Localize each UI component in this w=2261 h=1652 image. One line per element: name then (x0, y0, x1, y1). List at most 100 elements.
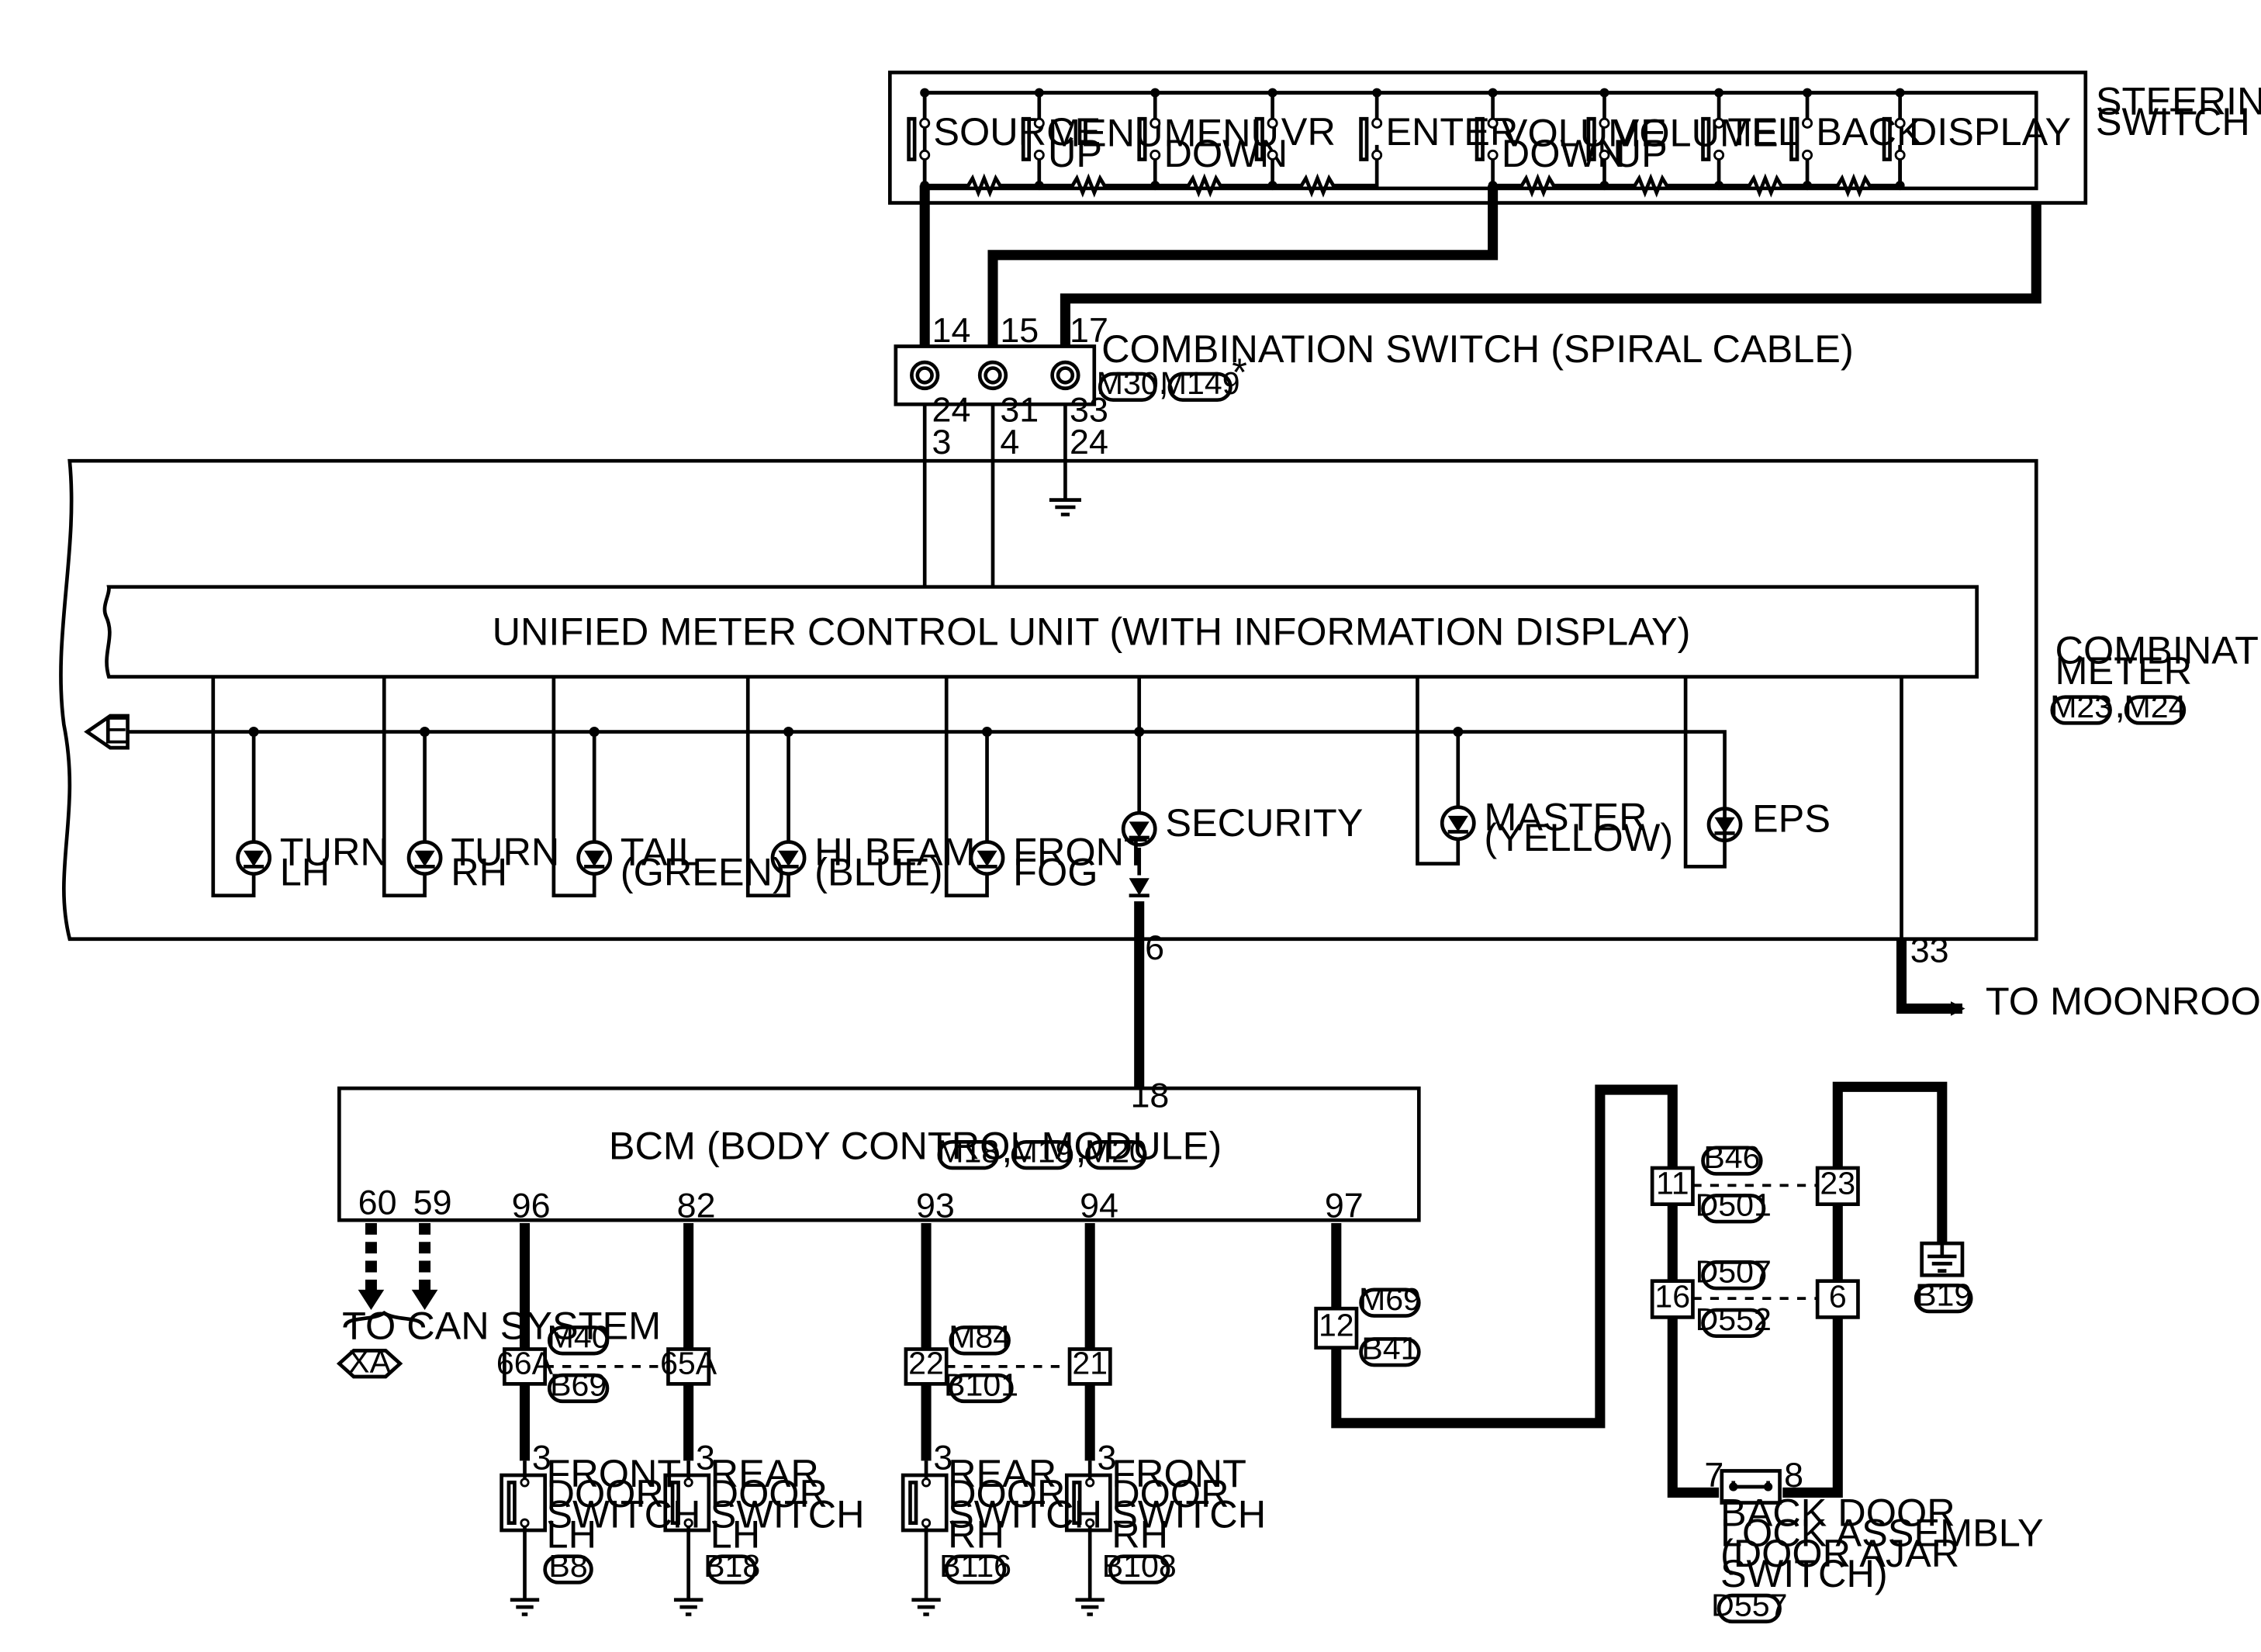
can-label: TO CAN SYSTEM (342, 1303, 661, 1347)
indicator-label-master-1: MASTER (1484, 795, 1647, 839)
door-switch-pin-rear-door-rh: 3 (933, 1438, 952, 1477)
switch-label-source-1: SOURCE (933, 109, 1101, 154)
switch-label-volume-up-2: UP (1613, 131, 1668, 175)
spiral-coil-2 (977, 360, 1008, 391)
door-switch-label-front-door-lh-1: FRONT (547, 1451, 682, 1495)
meter-pin-3: 3 (932, 422, 952, 461)
door-switch-label-front-door-rh-4: RH (1111, 1512, 1168, 1556)
switch-label-display-1: DISPLAY (1909, 109, 2071, 154)
wire-to-b46 (1331, 1084, 1678, 1429)
connector-b19: B19 (1915, 1277, 1972, 1312)
door-switch-label-front-door-rh-1: FRONT (1111, 1451, 1246, 1495)
spiral-pin-14: 14 (932, 310, 971, 350)
back-door-label-2: LOCK ASSEMBLY (1720, 1511, 2044, 1555)
meter-pin-33: 33 (1910, 931, 1949, 970)
connector-d552: D552 (1696, 1301, 1772, 1337)
indicator-eps: EPS (1706, 796, 1831, 843)
combination-meter-title-1: COMBINATION (2055, 628, 2261, 672)
harness-m40-b69: 66A 65A M40 B69 (496, 1222, 717, 1461)
back-door-label-4: SWITCH) (1720, 1551, 1888, 1595)
spiral-pin-24: 24 (932, 390, 971, 430)
door-switch-connector-rear-door-lh: B18 (704, 1548, 760, 1584)
indicator-tail: TAIL(GREEN) (551, 676, 786, 898)
bcm-pin-97: 97 (1325, 1185, 1364, 1225)
door-switch-label-rear-door-rh-4: RH (948, 1512, 1004, 1556)
svg-text:M20: M20 (1085, 1133, 1147, 1169)
spiral-connector-m30: M30 (1097, 365, 1159, 403)
pin-6: 6 (1829, 1278, 1847, 1314)
svg-text:,: , (1158, 358, 1169, 403)
door-switch-pin-front-door-rh: 3 (1098, 1438, 1117, 1477)
switch-vr: VR (1254, 88, 1336, 191)
connector-d501: D501 (1696, 1187, 1772, 1223)
bcm-connector-m19: M19 (1011, 1133, 1073, 1170)
steering-switch: STEERING SWITCH SOURCEMENUUPMENUDOWNVREN… (888, 71, 2261, 205)
bcm-pin-18: 18 (1131, 1075, 1170, 1115)
pin-65a: 65A (660, 1345, 717, 1381)
wire-display-return (1060, 202, 2041, 363)
switch-label-tel-1: TEL (1727, 109, 1799, 154)
wire-moonroof (1896, 938, 1965, 1016)
pin-16: 16 (1654, 1278, 1690, 1314)
connector-m84: M84 (949, 1319, 1011, 1355)
switch-enter: ENTER (1359, 88, 1518, 161)
pin-12: 12 (1319, 1308, 1354, 1343)
unified-unit-label: UNIFIED METER CONTROL UNIT (WITH INFORMA… (493, 609, 1691, 653)
spiral-pin-31: 31 (1000, 390, 1039, 430)
door-switch-label-rear-door-rh-1: REAR (948, 1451, 1056, 1495)
spiral-cable-label: COMBINATION SWITCH (SPIRAL CABLE) (1101, 327, 1854, 371)
door-switch-label-rear-door-lh-2: DOOR (710, 1471, 828, 1515)
wire-volume-ladder (987, 185, 1499, 363)
bcm-pin-59: 59 (413, 1183, 452, 1222)
bcm: 18 BCM (BODY CONTROL MODULE) M18 , M19 ,… (337, 1075, 1421, 1225)
indicator-label-front-fog-2: FOG (1013, 850, 1098, 894)
indicator-label-tail-1: TAIL (621, 829, 700, 873)
can-tag: XA (348, 1343, 391, 1379)
switch-label-menu-up-2: UP (1048, 131, 1102, 175)
indicator-label-security: SECURITY (1165, 800, 1363, 845)
bcm-pin-82: 82 (677, 1185, 716, 1225)
indicator-label-master-2: (YELLOW) (1484, 815, 1673, 859)
ground-b19: B19 (1914, 1241, 1973, 1314)
resistor-ladder (925, 144, 1902, 198)
svg-text:M149: M149 (1160, 365, 1240, 401)
meter-pin-6: 6 (1145, 928, 1164, 967)
switch-back: BACK (1789, 88, 1923, 191)
connector-b69: B69 (550, 1367, 607, 1402)
wire-d501-d507-backdoor (1667, 1204, 1720, 1498)
harness-d507-d552: 16 6 D507 D552 (1650, 1254, 1860, 1339)
switch-label-volume-up-1: VOLUME (1613, 111, 1779, 155)
spiral-asterisk: * (1232, 350, 1247, 394)
back-door-label-1: BACK DOOR (1720, 1490, 1955, 1534)
switch-label-menu-down-2: DOWN (1163, 131, 1288, 175)
ground-meter-pin24 (1049, 498, 1081, 517)
connector-b41: B41 (1361, 1331, 1418, 1367)
switch-label-vr-1: VR (1281, 109, 1336, 154)
svg-text:M30: M30 (1097, 365, 1159, 401)
svg-text:M24: M24 (2124, 689, 2186, 724)
pin-66a: 66A (496, 1345, 554, 1381)
connector-b46: B46 (1703, 1139, 1760, 1175)
combination-meter-title-2: METER (2055, 648, 2193, 693)
switch-display: DISPLAY (1882, 88, 2071, 191)
svg-text:M18: M18 (937, 1133, 999, 1169)
door-switch-label-front-door-lh-4: LH (547, 1512, 596, 1556)
spiral-pin-17: 17 (1070, 310, 1108, 350)
pin-23: 23 (1820, 1166, 1855, 1201)
bcm-pin-93: 93 (916, 1185, 955, 1225)
svg-text:,: , (1001, 1126, 1012, 1170)
door-switch-pin-rear-door-lh: 3 (696, 1438, 715, 1477)
connector-m69: M69 (1359, 1281, 1421, 1317)
can-system-link: TO CAN SYSTEM XA (336, 1222, 661, 1379)
back-door-pin-7: 7 (1704, 1455, 1723, 1495)
unified-meter-control-unit: UNIFIED METER CONTROL UNIT (WITH INFORMA… (102, 585, 1979, 679)
door-switch-label-rear-door-rh-2: DOOR (948, 1471, 1065, 1515)
door-switch-label-front-door-rh-3: SWITCH (1111, 1491, 1266, 1536)
harness-b46-d501: 11 23 B46 D501 (1650, 1139, 1860, 1224)
